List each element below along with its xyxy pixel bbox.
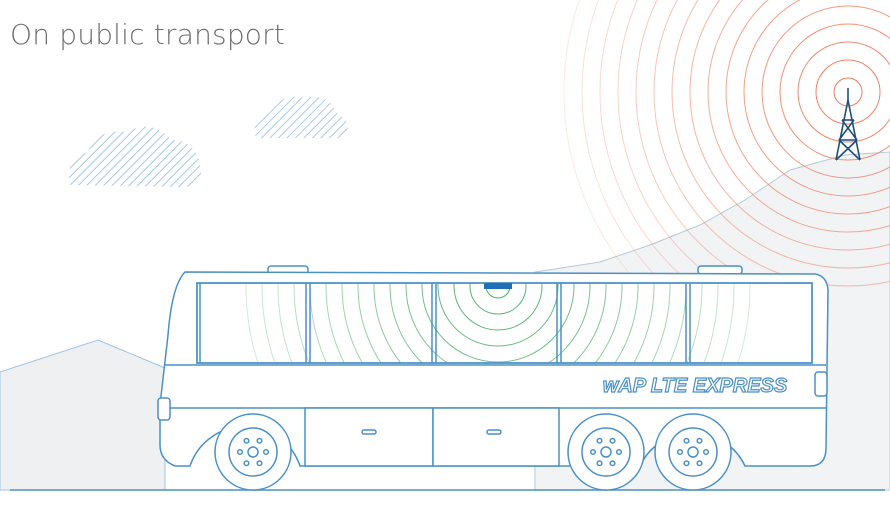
hill-left: [0, 339, 166, 491]
bus-wheels: [214, 413, 732, 491]
signal-ring: [815, 59, 881, 125]
wheel: [654, 413, 732, 491]
cell-signal-waves: [563, 0, 890, 290]
wifi-ring: [453, 283, 543, 331]
wifi-ring: [277, 283, 719, 363]
signal-ring: [563, 0, 646, 290]
cloud-icon: [68, 126, 201, 187]
wifi-router-icon: [484, 283, 512, 289]
signal-ring: [761, 5, 890, 179]
signal-ring: [797, 41, 890, 143]
cell-tower-icon: [835, 88, 861, 161]
wifi-ring: [245, 283, 751, 363]
wifi-ring: [261, 283, 735, 363]
signal-ring: [833, 77, 863, 107]
wifi-ring: [341, 283, 655, 363]
signal-ring: [581, 0, 672, 290]
signal-ring: [599, 0, 700, 290]
wifi-ring: [325, 283, 671, 363]
page-title: On public transport: [10, 18, 286, 51]
wifi-ring: [405, 283, 591, 363]
signal-ring: [617, 0, 733, 290]
cloud-icon: [254, 96, 348, 138]
wifi-ring: [421, 283, 575, 363]
wifi-ring: [373, 283, 623, 363]
signal-ring: [689, 0, 890, 251]
signal-ring: [653, 0, 890, 287]
wifi-ring: [293, 283, 703, 363]
wifi-signal-waves: [245, 283, 751, 363]
wifi-ring: [389, 283, 607, 363]
bus-livery-text: wAP LTE EXPRESS: [603, 375, 788, 397]
signal-ring: [779, 23, 890, 161]
wifi-ring: [469, 283, 527, 315]
wifi-ring: [437, 283, 559, 347]
signal-ring: [635, 0, 774, 290]
wifi-ring: [357, 283, 639, 363]
signal-ring: [671, 0, 890, 269]
wheel: [214, 413, 292, 491]
signal-ring: [743, 0, 890, 197]
signal-ring: [725, 0, 890, 215]
signal-ring: [707, 0, 890, 233]
wheel: [567, 413, 645, 491]
